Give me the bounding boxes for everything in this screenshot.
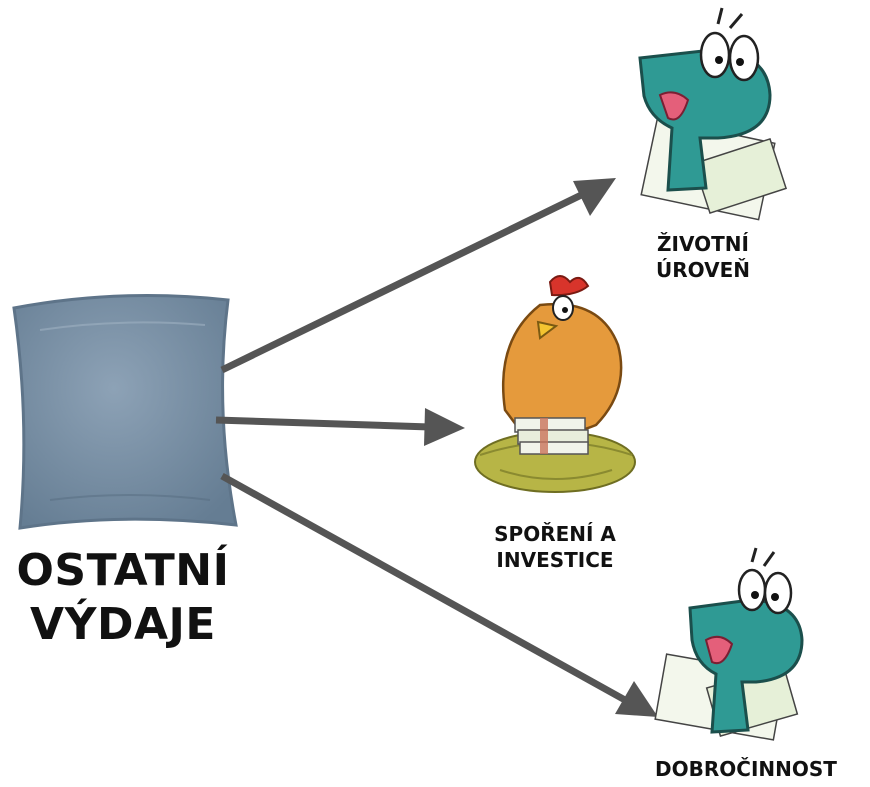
target-label-living-line2: ÚROVEŇ [618, 258, 788, 284]
p-monster-bottom-icon [655, 548, 802, 740]
arrow-to-savings [216, 420, 430, 427]
money-stack [515, 418, 588, 454]
arrow-to-charity [222, 476, 625, 700]
target-label-charity-line1: DOBROČINNOST [626, 757, 866, 783]
target-label-living: ŽIVOTNÍ ÚROVEŇ [618, 232, 788, 283]
target-label-living-line1: ŽIVOTNÍ [618, 232, 788, 258]
target-label-charity: DOBROČINNOST [626, 757, 866, 783]
source-label-line1: OSTATNÍ [8, 544, 238, 598]
target-label-savings: SPOŘENÍ A INVESTICE [465, 522, 645, 573]
source-label-line2: VÝDAJE [8, 598, 238, 652]
p-monster-top-icon [640, 8, 786, 220]
source-label: OSTATNÍ VÝDAJE [8, 544, 238, 651]
hen-on-money-nest-icon [475, 276, 635, 492]
target-label-savings-line1: SPOŘENÍ A [465, 522, 645, 548]
target-label-savings-line2: INVESTICE [465, 548, 645, 574]
arrow-to-savings-head [424, 408, 465, 446]
pillow-icon [14, 296, 236, 529]
